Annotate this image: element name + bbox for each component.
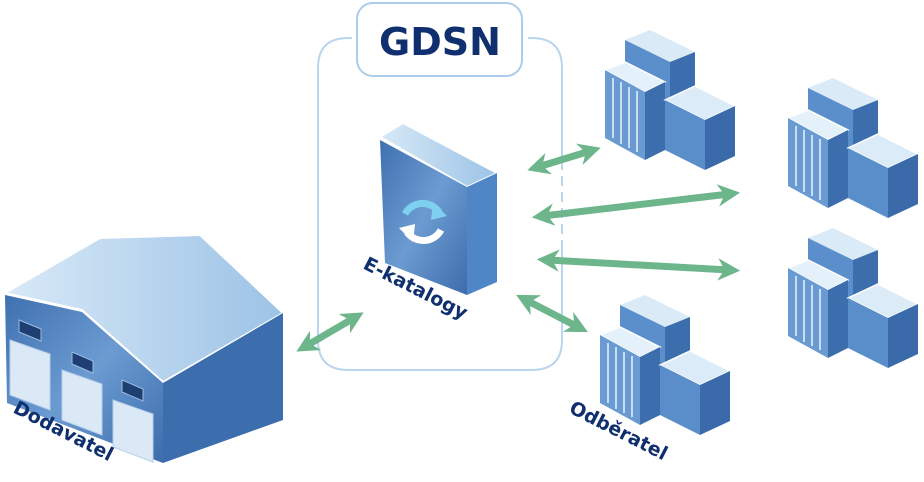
supplier-warehouse: Dodavatel bbox=[2, 233, 285, 466]
buyer-building-3 bbox=[787, 227, 919, 369]
exchange-arrow-buyer-1 bbox=[527, 143, 601, 175]
exchange-arrow-buyer-4 bbox=[516, 294, 588, 333]
e-catalog-node: E-katalogy bbox=[360, 121, 500, 324]
gdsn-network-frame: GDSN bbox=[317, 2, 563, 371]
exchange-arrow-buyer-3 bbox=[536, 249, 741, 281]
exchange-arrow-supplier bbox=[296, 312, 364, 352]
buyer-building-4 bbox=[599, 294, 731, 436]
buyer-building-2 bbox=[787, 77, 919, 219]
gdsn-title-box bbox=[356, 2, 523, 77]
sync-icon bbox=[399, 199, 447, 245]
buyer-building-1 bbox=[604, 29, 736, 171]
exchange-arrow-buyer-2 bbox=[531, 184, 741, 226]
gdsn-title: GDSN bbox=[379, 20, 501, 64]
